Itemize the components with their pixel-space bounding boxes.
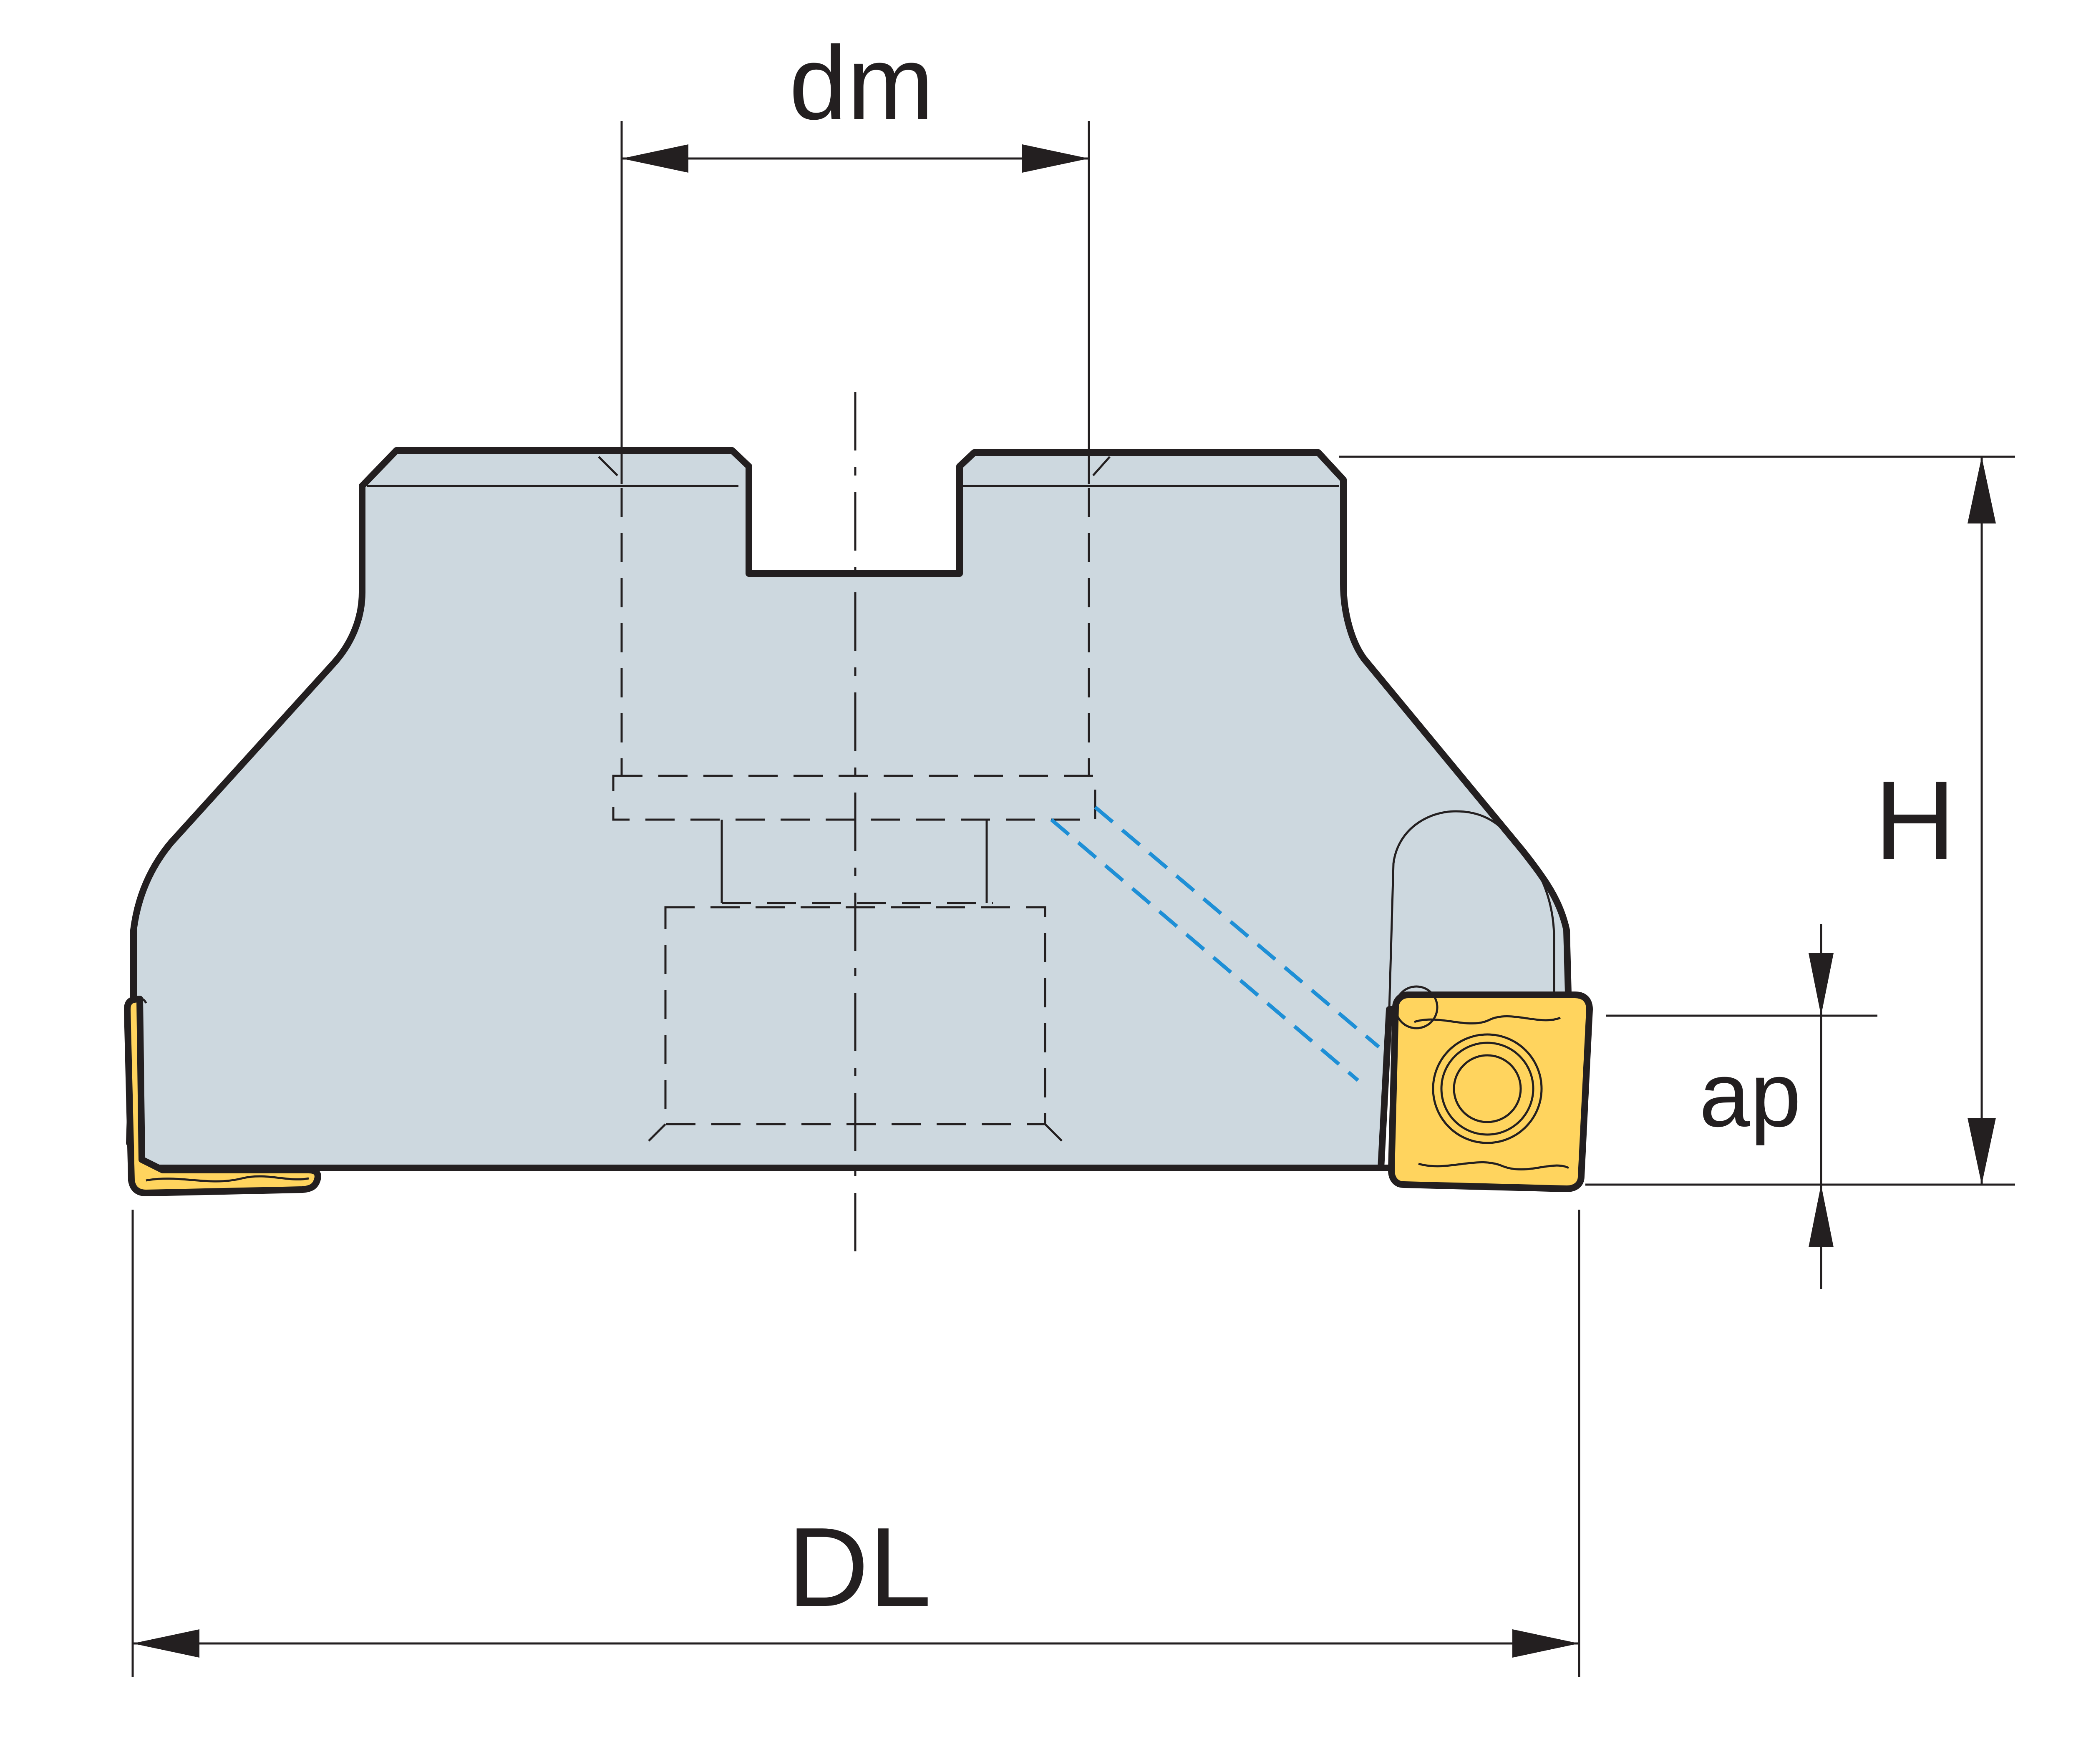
- dl-arrow-right: [1512, 1629, 1579, 1658]
- coolant-channel-upper: [1094, 805, 1380, 1049]
- right-insert-screw-hole-mid: [1440, 1042, 1534, 1136]
- dm-label: dm: [789, 25, 934, 141]
- ap-label: ap: [1699, 1043, 1801, 1146]
- right-insert-screw-hole-inner: [1453, 1054, 1522, 1123]
- right-insert-screw-hole-outer: [1432, 1033, 1543, 1144]
- ap-arrow-bottom: [1809, 1185, 1834, 1247]
- right-insert-edge-wave: [1414, 1015, 1570, 1170]
- counterbore-corner-br: [1044, 1123, 1063, 1142]
- dm-arrow-left: [622, 144, 688, 173]
- h-label: H: [1874, 758, 1956, 883]
- chip-pocket: [1388, 810, 1555, 1010]
- right-insert-clamp: [1394, 985, 1439, 1029]
- keyway-chamfer-left: [598, 456, 618, 476]
- dm-arrow-right: [1022, 144, 1089, 173]
- keyway-chamfer-right: [1092, 456, 1111, 476]
- ap-arrow-top: [1809, 953, 1834, 1016]
- h-arrow-top: [1968, 457, 1996, 523]
- h-arrow-bottom: [1968, 1118, 1996, 1185]
- right-insert: [1388, 991, 1593, 1192]
- cutter-body: [126, 447, 1572, 1171]
- dl-label: DL: [787, 1505, 931, 1630]
- left-insert-clamp: [134, 997, 147, 1004]
- dl-arrow-left: [133, 1629, 199, 1658]
- coolant-channel-lower: [1050, 818, 1359, 1082]
- bore-hidden-rect: [612, 775, 1096, 821]
- counterbore-corner-bl: [648, 1123, 666, 1142]
- left-insert-edge-wave: [146, 1175, 309, 1183]
